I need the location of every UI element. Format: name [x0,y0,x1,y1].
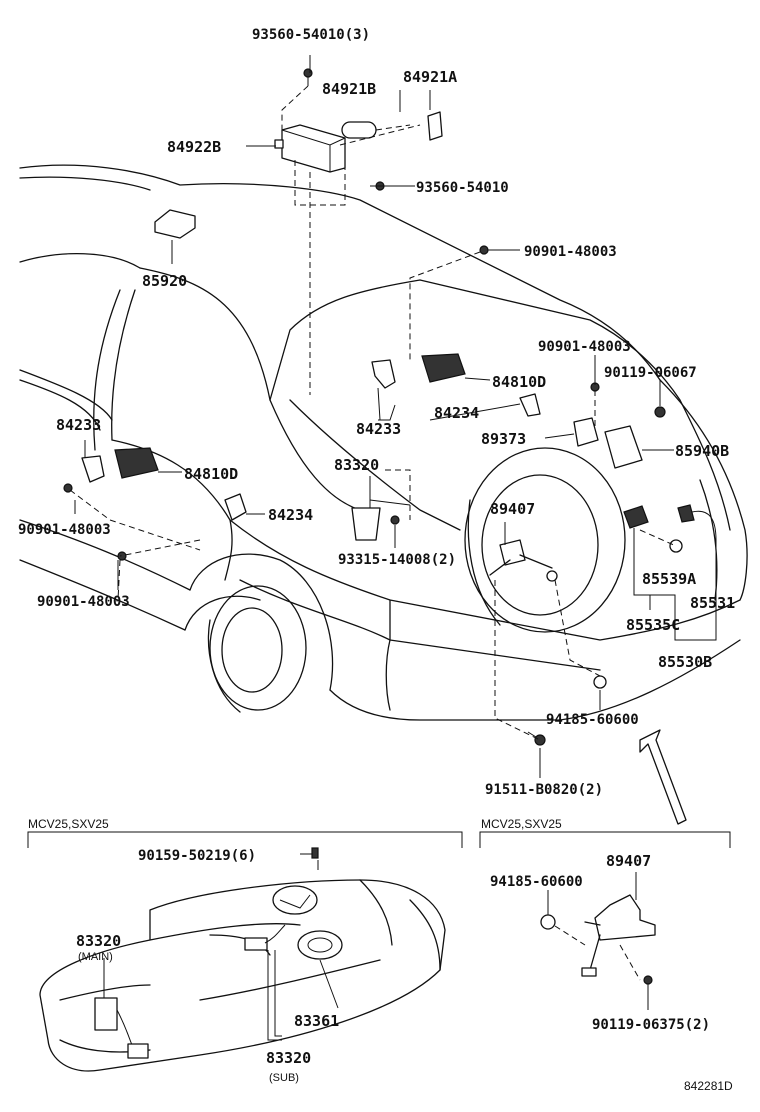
label-85530B: 85530B [658,653,712,671]
bolt-91511-B0820 [527,731,546,746]
bolt-90119-06067 [654,406,666,418]
label-89373: 89373 [481,430,526,448]
cover-84921B [341,121,377,139]
leader-lines-upper [69,55,717,778]
relay-89373 [573,417,599,447]
cover-plate [272,885,318,915]
label-91511-B0820-2: 91511-B0820(2) [485,782,603,798]
label-94185-60600-a: 94185-60600 [546,712,639,728]
label-89407-a: 89407 [490,500,535,518]
wire-85531 [691,510,717,541]
nut-94185-60600-a [593,675,607,689]
view-arrow [639,729,687,825]
ecu-84922B [274,124,346,173]
part-85539A [669,539,683,553]
part-labels: 93560-54010(3) 84921B 84921A 84922B 9356… [18,27,735,1067]
part-85940B [604,425,643,469]
clip-84234-b [224,493,247,521]
label-85531: 85531 [690,594,735,612]
label-90901-48003-d: 90901-48003 [37,594,130,610]
label-84234-a: 84234 [434,404,479,422]
label-84233-b: 84233 [356,420,401,438]
label-84922B: 84922B [167,138,221,156]
bolt-90119-06375 [643,975,653,1010]
label-93560-54010: 93560-54010 [416,180,509,196]
label-90119-06067: 90119-06067 [604,365,697,381]
bolt-93315-14008 [390,515,400,525]
connector-85535C [623,505,649,529]
section-label-left: MCV25,SXV25 [28,817,109,831]
nut-94185-60600-b [540,914,556,930]
parts-drawings [63,68,717,825]
bolt-90901-48003-a [479,245,489,255]
screw-90159-50219 [311,847,319,859]
label-90119-06375-2: 90119-06375(2) [592,1017,710,1033]
label-90159-50219-6: 90159-50219(6) [138,848,256,864]
note-sub: (SUB) [269,1072,299,1084]
label-84810D-b: 84810D [492,373,546,391]
pump-83320 [351,480,411,541]
label-93560-54010-3: 93560-54010(3) [252,27,370,43]
label-85920: 85920 [142,272,187,290]
section-label-right: MCV25,SXV25 [481,817,562,831]
label-90901-48003-b: 90901-48003 [538,339,631,355]
bolt-90901-48003-d [117,551,127,561]
plug-84921A [427,111,443,141]
pump-83320-main [94,997,118,1031]
label-94185-60600-b: 94185-60600 [490,874,583,890]
sensor-84233-a [81,455,105,483]
gasket-83361 [297,930,343,960]
figure-code: 842281D [684,1079,733,1093]
label-83320-sub: 83320 [266,1049,311,1067]
note-main: (MAIN) [78,951,113,963]
height-sensor-89407-a [489,539,558,582]
label-85940B: 85940B [675,442,729,460]
section-dividers [27,831,731,848]
switch-84810D-b [421,353,466,383]
label-84810D-a: 84810D [184,465,238,483]
label-90901-48003-c: 90901-48003 [18,522,111,538]
label-84233-a: 84233 [56,416,101,434]
label-89407-b: 89407 [606,852,651,870]
label-84921A: 84921A [403,68,457,86]
label-93315-14008-2: 93315-14008(2) [338,552,456,568]
bolt-93560-54010-3 [303,68,313,86]
height-sensor-detail [540,872,656,1010]
pump-83320-sub [244,937,268,951]
switch-84810D-a [114,447,159,479]
label-84234-b: 84234 [268,506,313,524]
label-85539A: 85539A [642,570,696,588]
part-85920 [154,209,196,239]
label-84921B: 84921B [322,80,376,98]
label-83320: 83320 [334,456,379,474]
label-85535C: 85535C [626,616,680,634]
car-body-outline [19,164,748,721]
connector-85531 [677,504,695,523]
label-83320-main: 83320 [76,932,121,950]
notes: (MAIN) (SUB) MCV25,SXV25 MCV25,SXV25 842… [28,817,733,1093]
sensor-84233-b [371,359,396,389]
clip-84234-a [519,393,541,417]
label-90901-48003-a: 90901-48003 [524,244,617,260]
label-83361: 83361 [294,1012,339,1030]
fuel-tank-drawing [39,847,446,1072]
pump-main-connector [127,1043,149,1059]
